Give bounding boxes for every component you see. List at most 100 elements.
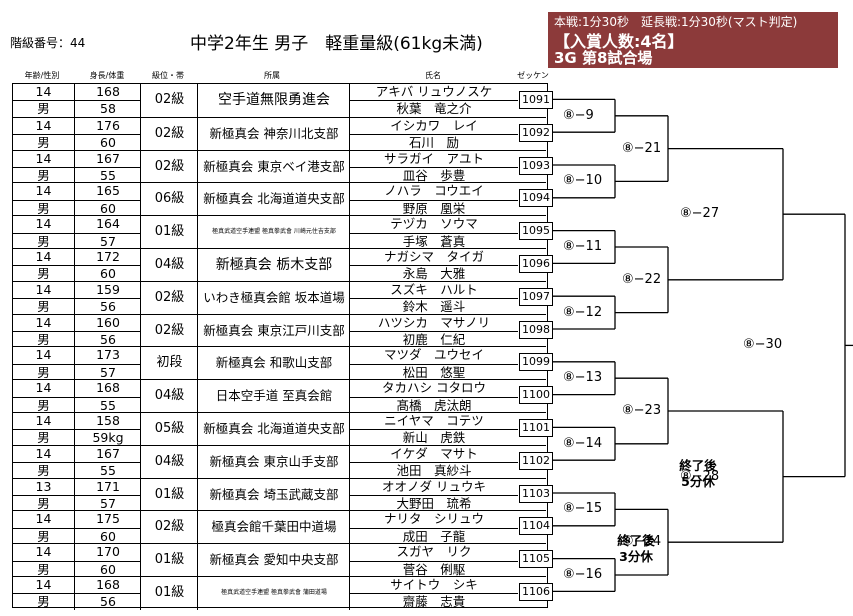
athlete-kana: ニイヤマ コテツ — [384, 413, 484, 428]
class-number: 階級番号：44 — [10, 36, 86, 50]
athlete-height: 168 — [96, 84, 120, 99]
athlete-weight: 60 — [75, 134, 141, 151]
athlete-sex: 男 — [13, 134, 74, 151]
athlete-kana: イケダ マサト — [390, 445, 478, 461]
athlete-age: 14 — [35, 445, 52, 461]
athlete-name: 野原 凰栄 — [350, 199, 518, 217]
athlete-age: 14 — [35, 380, 52, 396]
athlete-age: 14 — [35, 84, 52, 99]
col-header-name: 氏名 — [425, 71, 441, 80]
athlete-kana: ナガシマ タイガ — [383, 249, 484, 264]
athlete-affiliation: 新極真会 東京山手支部 — [209, 453, 339, 469]
athlete-name: 髙橋 虎汰朗 — [350, 396, 518, 414]
athlete-kana: ノハラ コウエイ — [384, 183, 484, 199]
athlete-kana: ナリタ シリュウ — [383, 511, 484, 527]
athlete-affiliation: いわき極真会館 坂本道場 — [203, 289, 345, 305]
match-label: ⑧−13 — [563, 370, 603, 386]
athlete-name: 初鹿 仁紀 — [350, 330, 518, 348]
athlete-rank: 04級 — [154, 453, 185, 469]
athlete-height: 172 — [96, 249, 120, 264]
page-title: 中学2年生 男子 軽重量級(61kg未満) — [190, 34, 483, 54]
athlete-height: 165 — [96, 183, 120, 199]
athlete-weight: 55 — [75, 462, 141, 479]
athlete-height: 168 — [96, 380, 120, 396]
athlete-height: 168 — [96, 577, 120, 592]
athlete-weight: 57 — [75, 494, 141, 512]
athlete-weight: 60 — [75, 199, 141, 217]
athlete-weight: 60 — [75, 265, 141, 282]
match-rule: 本戦:1分30秒 延長戦:1分30秒(マスト判定) — [554, 15, 798, 29]
zekken-number: 1094 — [519, 189, 553, 208]
athlete-sex: 男 — [13, 265, 74, 282]
athlete-rank: 01級 — [154, 224, 185, 240]
athlete-affiliation: 極真武道空手連盟 極真拳武會 蒲田道場 — [221, 589, 327, 596]
athlete-name: 手塚 蒼真 — [350, 232, 518, 250]
court-label: 3G 第8試合場 — [554, 49, 653, 67]
match-label: ⑧−14 — [563, 435, 603, 451]
athlete-age: 14 — [35, 577, 52, 592]
match-label: ⑧−24 — [622, 534, 662, 550]
athlete-sex: 男 — [13, 593, 74, 610]
winner-count: 【入賞人数:4名】 — [554, 32, 684, 51]
athlete-weight: 57 — [75, 232, 141, 250]
athlete-kana: テヅカ ソウマ — [390, 216, 478, 232]
athlete-affiliation: 新極真会 北海道道央支部 — [203, 191, 345, 207]
athlete-age: 14 — [35, 314, 52, 330]
athlete-sex: 男 — [13, 100, 74, 117]
athlete-sex: 男 — [13, 166, 74, 184]
athlete-affiliation: 新極真会 埼玉武蔵支部 — [209, 486, 339, 502]
zekken-number: 1092 — [519, 123, 553, 142]
athlete-sex: 男 — [13, 560, 74, 578]
athlete-height: 176 — [96, 117, 120, 133]
athlete-rank: 04級 — [154, 388, 185, 404]
athlete-age: 13 — [35, 478, 52, 494]
athlete-name: 秋葉 竜之介 — [350, 100, 518, 117]
match-label: ⑧−9 — [563, 107, 594, 123]
athlete-rank: 04級 — [154, 257, 185, 272]
match-label: ⑧−16 — [563, 567, 603, 582]
athlete-affiliation: 空手道無限勇進会 — [218, 92, 330, 108]
athlete-sex: 男 — [13, 232, 74, 250]
athlete-sex: 男 — [13, 494, 74, 512]
athlete-rank: 初段 — [156, 355, 183, 371]
rest-note-line: 3分休 — [619, 549, 653, 564]
athlete-affiliation: 新極真会 栃木支部 — [215, 257, 333, 273]
athlete-weight: 55 — [75, 396, 141, 414]
athlete-height: 170 — [96, 544, 120, 560]
rest-note-line: 5分休 — [681, 474, 715, 489]
zekken-number: 1103 — [519, 484, 553, 503]
athlete-height: 175 — [96, 511, 120, 527]
athlete-sex: 男 — [13, 363, 74, 381]
athlete-height: 171 — [96, 478, 120, 494]
athlete-height: 167 — [96, 445, 120, 461]
athlete-affiliation: 極真会館千葉田中道場 — [211, 519, 337, 535]
athlete-age: 14 — [35, 281, 52, 297]
zekken-number: 1100 — [519, 386, 553, 405]
athlete-kana: マツダ ユウセイ — [383, 347, 484, 363]
athlete-weight: 60 — [75, 560, 141, 578]
athlete-rank: 02級 — [154, 92, 185, 107]
athlete-height: 173 — [96, 347, 120, 363]
athlete-weight: 56 — [75, 593, 141, 610]
match-label: ⑧−22 — [622, 271, 662, 287]
athlete-rank: 01級 — [154, 585, 185, 600]
athlete-kana: スズキ ハルト — [390, 281, 478, 297]
athlete-kana: サイトウ シキ — [390, 577, 478, 592]
athlete-age: 14 — [35, 511, 52, 527]
athlete-name: 成田 子龍 — [350, 527, 518, 545]
athlete-age: 14 — [35, 183, 52, 199]
athlete-age: 14 — [35, 249, 52, 264]
athlete-affiliation: 新極真会 北海道道央支部 — [203, 421, 345, 436]
col-header-height-weight: 身長/体重 — [89, 71, 125, 80]
athlete-sex: 男 — [13, 396, 74, 414]
athlete-affiliation: 新極真会 東京江戸川支部 — [203, 322, 345, 338]
rest-note-line: 終了後 — [617, 533, 655, 548]
athlete-rank: 01級 — [154, 486, 185, 502]
